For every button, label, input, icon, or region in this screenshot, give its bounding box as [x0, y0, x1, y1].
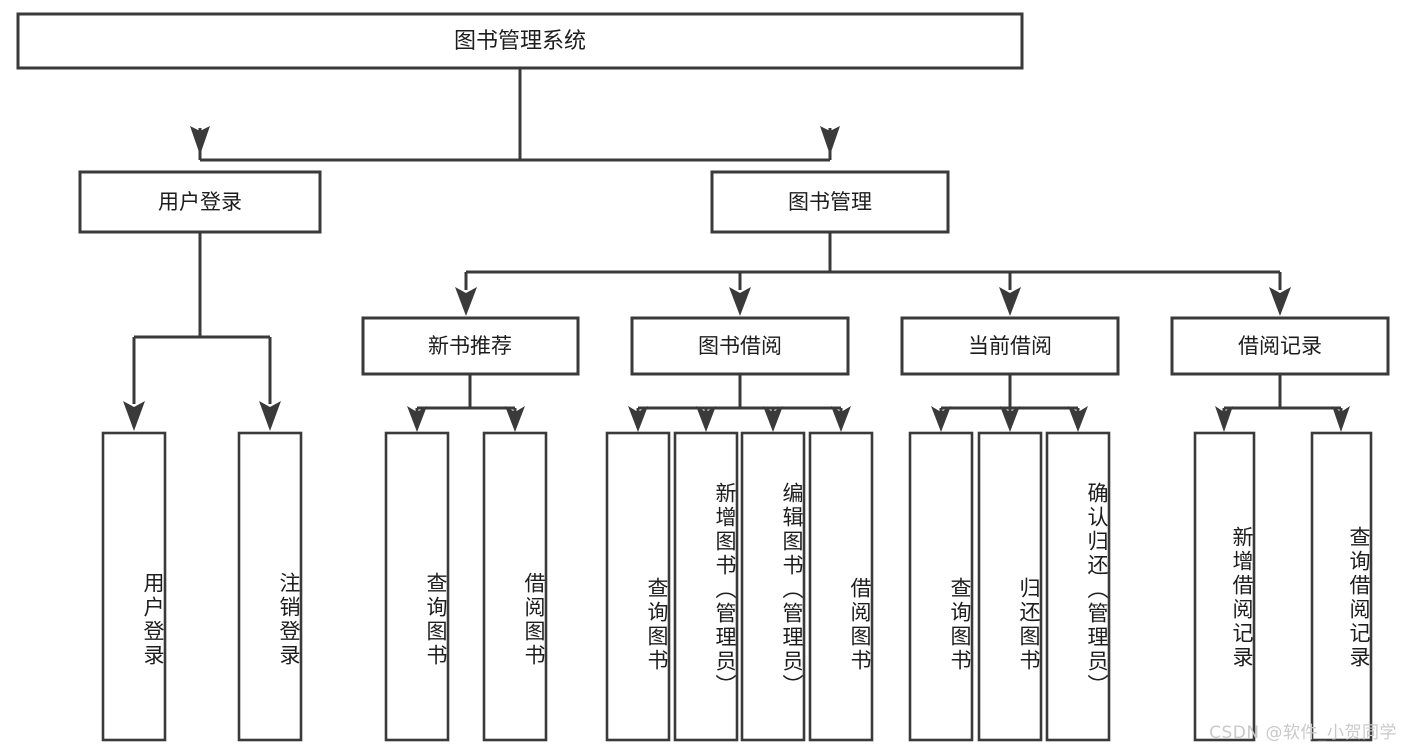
node-current-borrow-box[interactable]: [900, 316, 1120, 376]
node-current-borrow-label: 当前借阅: [968, 334, 1052, 358]
arrowhead-borrow-record-leaf-1: [1215, 406, 1233, 432]
arrowhead-book-mgmt-child-1: [455, 287, 477, 316]
node-new-book-recommend-label: 新书推荐: [428, 334, 512, 358]
arrowhead-book-borrow-leaf-4: [831, 406, 851, 432]
leaf-box-user-login[interactable]: [101, 431, 167, 742]
leaf-box-logout[interactable]: [237, 431, 303, 742]
node-root-box[interactable]: [16, 12, 1024, 70]
node-borrow-record-box[interactable]: [1170, 316, 1390, 376]
node-new-book-recommend-box[interactable]: [361, 316, 580, 376]
arrowhead-user-login-leaf-2: [259, 401, 281, 431]
node-book-management-box[interactable]: [710, 170, 950, 234]
arrowhead-borrow-record-leaf-2: [1332, 406, 1350, 432]
leaf-box-add-book[interactable]: [673, 431, 739, 742]
node-root-label: 图书管理系统: [454, 29, 586, 54]
arrowhead-book-mgmt-child-2: [729, 287, 751, 316]
arrowhead-root-to-user-login: [190, 126, 210, 155]
arrowhead-user-login-leaf-1: [123, 401, 145, 431]
arrowhead-current-borrow-leaf-3: [1068, 406, 1088, 432]
arrowhead-book-mgmt-child-4: [1269, 287, 1291, 316]
node-borrow-record-label: 借阅记录: [1238, 334, 1322, 358]
node-user-login-label: 用户登录: [158, 190, 242, 214]
arrowhead-current-borrow-leaf-2: [1000, 406, 1020, 432]
arrowhead-current-borrow-leaf-1: [931, 406, 951, 432]
leaf-box-query-book-2[interactable]: [605, 431, 671, 742]
leaf-box-borrow-book-2[interactable]: [808, 431, 874, 742]
arrowhead-new-book-leaf-2: [505, 406, 525, 432]
leaf-box-return-book[interactable]: [977, 431, 1043, 742]
arrowhead-root-to-book-mgmt: [820, 126, 840, 155]
node-book-management-label: 图书管理: [788, 190, 872, 214]
arrowhead-book-mgmt-child-3: [999, 287, 1021, 316]
leaf-box-edit-book[interactable]: [740, 431, 806, 742]
arrowhead-book-borrow-leaf-2: [696, 406, 716, 432]
leaf-box-query-book-3[interactable]: [908, 431, 974, 742]
leaf-box-add-record[interactable]: [1193, 431, 1256, 742]
leaf-box-confirm-return[interactable]: [1045, 431, 1111, 742]
node-book-borrow-label: 图书借阅: [698, 334, 782, 358]
csdn-watermark: CSDN @软件_小贺同学: [1209, 723, 1397, 743]
leaf-box-borrow-book-1[interactable]: [482, 431, 548, 742]
leaf-box-query-record[interactable]: [1310, 431, 1373, 742]
arrowhead-book-borrow-leaf-1: [628, 406, 648, 432]
arrowhead-new-book-leaf-1: [407, 406, 427, 432]
leaf-box-query-book-1[interactable]: [384, 431, 450, 742]
arrowhead-book-borrow-leaf-3: [763, 406, 783, 432]
node-book-borrow-box[interactable]: [630, 316, 850, 376]
node-user-login-box[interactable]: [78, 170, 322, 234]
